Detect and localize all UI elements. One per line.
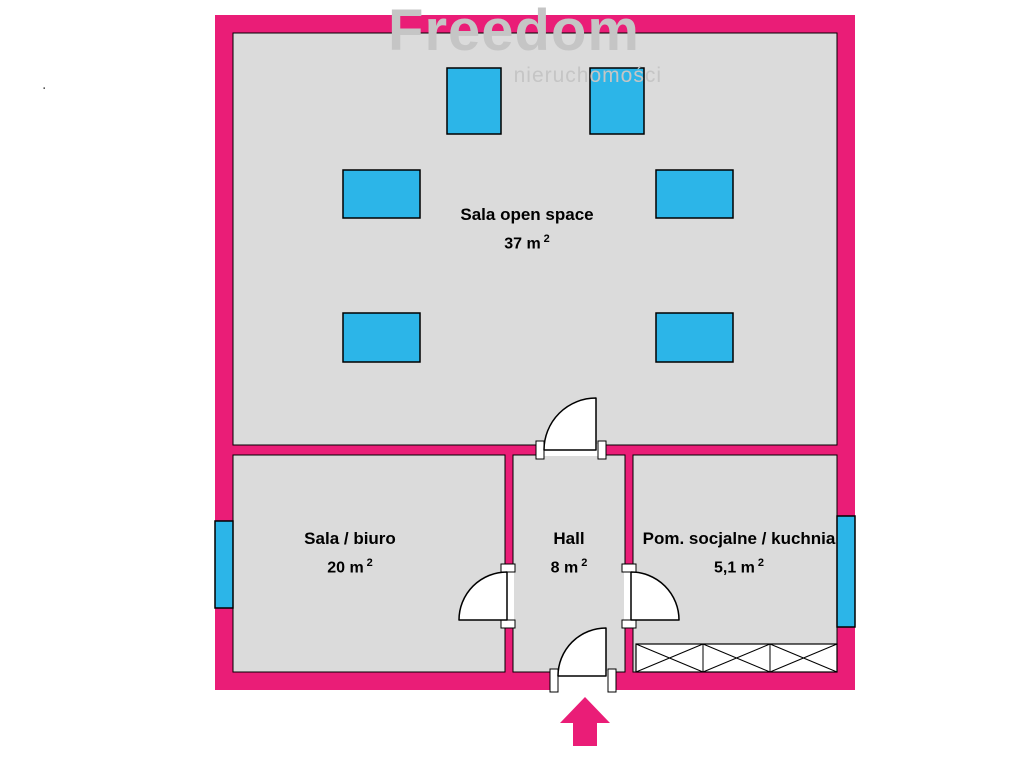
window-right — [836, 515, 856, 628]
door-hall-kitchen — [621, 563, 680, 629]
desk-top-left — [446, 67, 502, 135]
stray-dot: . — [42, 76, 47, 93]
room-name: Sala / biuro — [304, 529, 396, 548]
door-openspace-hall — [535, 397, 607, 460]
door-arc — [630, 571, 680, 621]
door-arc — [458, 571, 508, 621]
window-left — [214, 520, 234, 609]
desk-bottom-left — [342, 312, 421, 363]
desk-group — [342, 67, 734, 363]
room-name: Pom. socjalne / kuchnia — [642, 529, 836, 548]
desk-bottom-right — [655, 312, 734, 363]
desk-mid-left — [342, 169, 421, 219]
room-name: Sala open space — [460, 205, 594, 224]
desk-top-right — [589, 67, 645, 135]
room-name: Hall — [553, 529, 585, 548]
door-arc — [543, 397, 597, 451]
open-space-floor — [232, 32, 838, 446]
office-floor — [232, 454, 506, 673]
door-office-hall — [458, 563, 516, 629]
kitchen-counter — [635, 643, 838, 673]
entrance-arrow-icon — [560, 697, 610, 746]
desk-mid-right — [655, 169, 734, 219]
door-arc — [557, 627, 607, 677]
door-entrance — [549, 627, 617, 693]
